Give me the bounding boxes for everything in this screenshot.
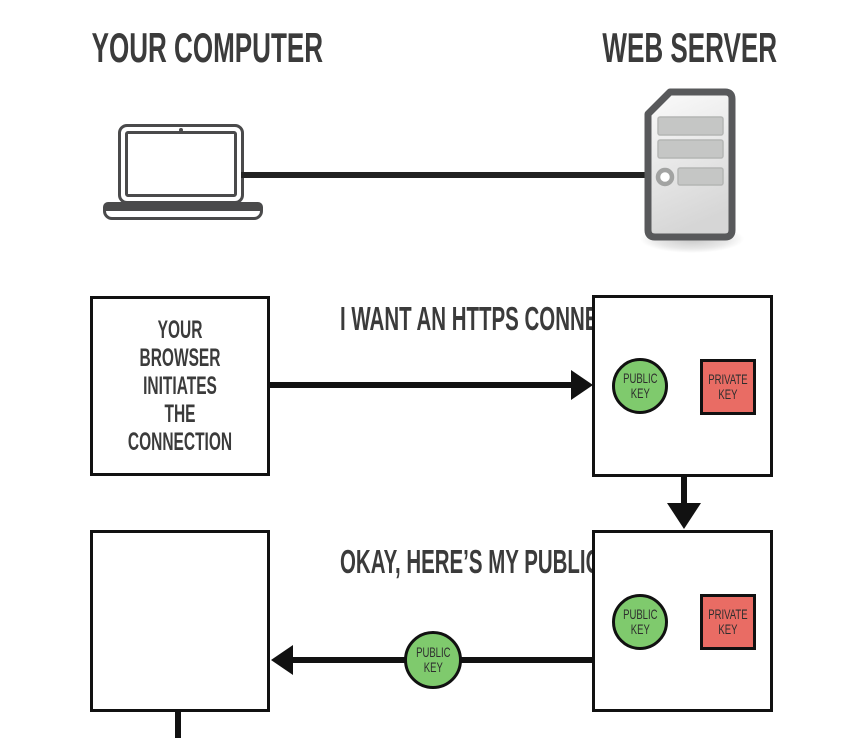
laptop-base — [103, 202, 263, 220]
server-drive-slot — [677, 167, 724, 186]
webcam-dot — [179, 128, 183, 132]
browser-initiates-box: YOUR BROWSER INITIATES THE CONNECTION — [90, 296, 270, 476]
public-key-reply-label-text: OKAY, HERE’S MY PUBLIC KEY — [340, 543, 649, 580]
public-key-reply-arrowhead — [271, 645, 293, 675]
public-key-reply-label: OKAY, HERE’S MY PUBLIC KEY — [283, 543, 649, 580]
private-key-badge-1: PRIVATE KEY — [700, 359, 756, 415]
server-flow-down-arrow-shaft — [681, 477, 687, 505]
public-key-badge-2-text: PUBLIC KEY — [622, 605, 658, 637]
laptop-display — [125, 131, 237, 197]
server-drive-slot — [657, 139, 724, 159]
private-key-badge-2-text: PRIVATE KEY — [708, 605, 748, 637]
server-flow-down-arrowhead — [667, 503, 701, 529]
heading-web-server-text: WEB SERVER — [602, 24, 778, 71]
public-key-badge-1: PUBLIC KEY — [612, 358, 668, 414]
public-key-transfer-badge: PUBLIC KEY — [404, 631, 462, 689]
flow-continuation-line — [175, 710, 181, 738]
public-key-transfer-badge-text: PUBLIC KEY — [415, 643, 451, 675]
heading-web-server: WEB SERVER — [553, 27, 813, 69]
client-receive-box — [90, 530, 270, 712]
laptop-screen — [118, 124, 244, 204]
server-tower-icon — [640, 88, 744, 253]
network-cable-line — [241, 172, 651, 178]
public-key-badge-2: PUBLIC KEY — [612, 594, 668, 650]
server-power-button — [655, 167, 675, 187]
browser-initiates-text: YOUR BROWSER INITIATES THE CONNECTION — [127, 316, 233, 456]
private-key-badge-2: PRIVATE KEY — [700, 594, 756, 650]
https-request-arrow-shaft — [270, 382, 573, 388]
private-key-badge-1-text: PRIVATE KEY — [708, 370, 748, 402]
server-drive-slot — [657, 116, 724, 136]
server-body — [644, 88, 736, 241]
https-request-label: I WANT AN HTTPS CONNECTION — [283, 300, 663, 337]
heading-your-computer: YOUR COMPUTER — [38, 24, 324, 71]
https-request-arrowhead — [571, 370, 593, 400]
public-key-badge-1-text: PUBLIC KEY — [622, 369, 658, 401]
heading-your-computer-text: YOUR COMPUTER — [91, 24, 324, 71]
https-request-label-text: I WANT AN HTTPS CONNECTION — [340, 300, 663, 337]
